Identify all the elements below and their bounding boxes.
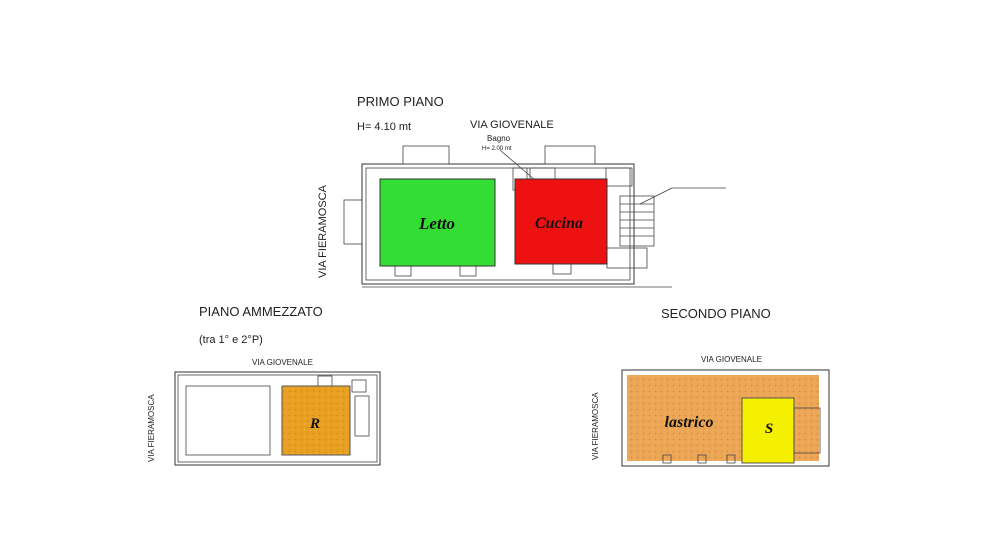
staircase [619,195,655,247]
primo-piano-title: PRIMO PIANO [357,94,444,109]
secondo-street-top: VIA GIOVENALE [701,355,762,364]
room-r-label: R [309,416,320,432]
secondo-title: SECONDO PIANO [661,306,771,321]
room-letto-label: Letto [418,214,455,233]
secondo-outer-wall [621,369,830,467]
room-letto [379,178,496,267]
secondo-street-side: VIA FIERAMOSCA [591,392,600,460]
primo-piano-height: H= 4.10 mt [357,121,411,133]
ammezzato-street-top: VIA GIOVENALE [252,358,313,367]
primo-street-top: VIA GIOVENALE [470,119,554,131]
piano-ammezzato-plan: PIANO AMMEZZATO (tra 1° e 2°P) VIA GIOVE… [147,304,381,466]
staircase [354,395,370,437]
ammezzato-outer-wall [174,371,381,466]
primo-street-side: VIA FIERAMOSCA [317,184,329,278]
balcony [544,145,596,165]
ammezzato-title: PIANO AMMEZZATO [199,304,323,319]
staircase [793,407,821,454]
ammezzato-subtitle: (tra 1° e 2°P) [199,334,263,346]
void-area [185,385,271,456]
balcony [402,145,450,165]
balcony [343,199,363,245]
secondo-piano-plan: SECONDO PIANO VIA GIOVENALE VIA FIERAMOS… [591,306,830,467]
room-cucina-label: Cucina [535,215,583,232]
room-s-label: S [765,421,773,437]
room-cucina [514,178,608,265]
primo-piano-plan: PRIMO PIANO H= 4.10 mt VIA GIOVENALE Bag… [317,94,726,288]
bagno-label: Bagno [487,134,511,143]
room-lastrico-label: lastrico [665,414,714,431]
bagno-height: H= 2.00 mt [482,146,512,152]
ammezzato-street-side: VIA FIERAMOSCA [147,394,156,462]
room-s [741,397,795,464]
